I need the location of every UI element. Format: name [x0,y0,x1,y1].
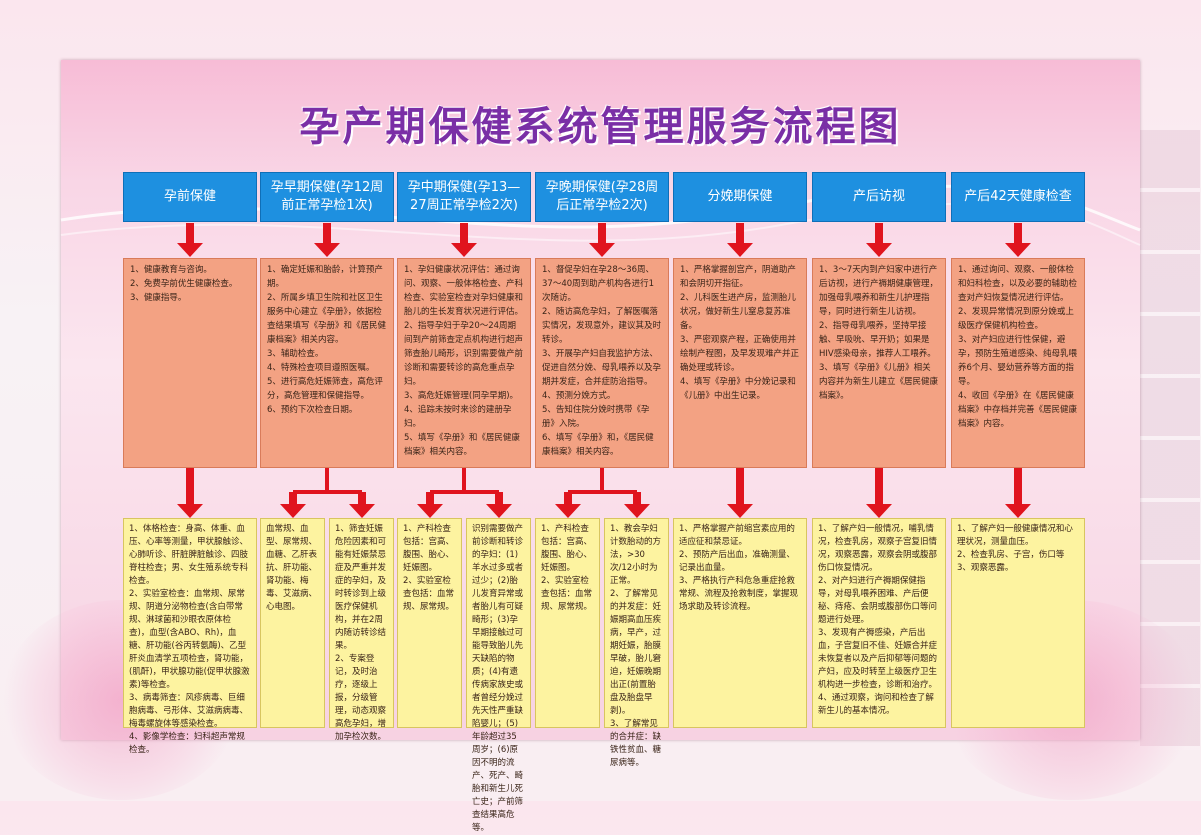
stage-header: 产后访视 [812,172,946,222]
detail-arrow-head [416,504,443,518]
detail-box: 1、教会孕妇计数胎动的方法，>30次/12小时为正常。 2、了解常见的并发症：妊… [604,518,669,768]
detail-box: 1、体格检查：身高、体重、血压、心率等测量，甲状腺触诊、心肺听诊、肝脏脾脏触诊、… [123,518,257,755]
stage-description: 1、确定妊娠和胎龄，计算预产期。 2、所属乡填卫生院和社区卫生服务中心建立《孕册… [260,258,394,468]
stage-header: 分娩期保健 [673,172,807,222]
stage-header: 孕早期保健(孕12周前正常孕检1次) [260,172,394,222]
flowchart-board: 孕产期保健系统管理服务流程图 孕前保健 1、健康教育与咨询。 2、免费孕前优生健康… [1,60,1201,833]
stage-description: 1、3～7天内到产妇家中进行产后访视，进行产褥期健康管理，加强母乳喂养和新生儿护… [812,258,946,468]
detail-box: 血常规、血型、尿常规、血糖、乙肝表抗、肝功能、肾功能、梅毒、艾滋病、心电图。 [260,518,325,728]
detail-arrow-shaft [357,492,366,504]
stage-arrow-shaft [875,223,883,243]
stage-arrow-head [451,243,477,257]
detail-box: 1、了解产妇一般健康情况和心理状况，测量血压。 2、检查乳房、子宫，伤口等 3、… [951,518,1085,728]
stage-description: 1、健康教育与咨询。 2、免费孕前优生健康检查。 3、健康指导。 [123,258,257,468]
split-connector [292,490,362,494]
stage-arrow-shaft [186,223,194,243]
stage-arrow-head [177,243,203,257]
stage-arrow-head [727,243,753,257]
stage-arrow-shaft [598,223,606,243]
stage-arrow-shaft [460,223,468,243]
stage-arrow-shaft [736,223,744,243]
stage-arrow-head [314,243,340,257]
stage-description: 1、督促孕妇在孕28～36周、37～40周到助产机构各进行1次随访。 2、随访高… [535,258,669,468]
detail-arrow-shaft [875,468,883,504]
detail-box: 1、产科检查包括：宫高、腹围、胎心、妊娠图。 2、实验室检查包括：血常规、尿常规… [397,518,462,728]
page-title: 孕产期保健系统管理服务流程图 [299,104,902,150]
detail-box: 1、严格掌握产前缩宫素应用的适应征和禁忌证。 2、预防产后出血，准确测量、记录出… [673,518,807,728]
detail-arrow-shaft [563,492,572,504]
stage-arrow-shaft [323,223,331,243]
detail-arrow-shaft [425,492,434,504]
stage-arrow-shaft [1014,223,1022,243]
stage-description: 1、通过询问、观察、一般体检和妇科检查，以及必要的辅助检查对产妇恢复情况进行评估… [951,258,1085,468]
stage-description: 1、严格掌握剖宫产，阴道助产和会阴切开指征。 2、儿科医生进产房，监测胎儿状况，… [673,258,807,468]
detail-arrow-head [1005,504,1031,518]
stage-header: 产后42天健康检查 [951,172,1085,222]
detail-box: 1、筛查妊娠危险因素和可能有妊娠禁忌症及严重并发症的孕妇，及时转诊到上级医疗保健… [329,518,394,742]
detail-arrow-head [485,504,512,518]
stage-header: 孕前保健 [123,172,257,222]
detail-box: 识别需要做产前诊断和转诊的孕妇：(1)羊水过多或者过少；(2)胎儿发育异常或者胎… [466,518,531,833]
stage-header: 孕晚期保健(孕28周后正常孕检2次) [535,172,669,222]
detail-arrow-head [279,504,306,518]
detail-arrow-shaft [186,468,194,504]
stage-header: 孕中期保健(孕13—27周正常孕检2次) [397,172,531,222]
stage-description: 1、孕妇健康状况评估：通过询问、观察、一般体格检查、产科检查、实验室检查对孕妇健… [397,258,531,468]
detail-box: 1、了解产妇一般情况，哺乳情况，检查乳房，观察子宫复旧情况，观察恶露，观察会阴或… [812,518,946,728]
detail-arrow-shaft [632,492,641,504]
stage-arrow-head [866,243,892,257]
detail-arrow-head [177,504,203,518]
stage-arrow-head [589,243,615,257]
split-connector [325,468,329,492]
detail-arrow-head [554,504,581,518]
detail-arrow-head [727,504,753,518]
split-connector [462,468,466,492]
detail-box: 1、产科检查包括：宫高、腹围、胎心、妊娠图。 2、实验室检查包括：血常规、尿常规… [535,518,600,728]
detail-arrow-head [623,504,650,518]
detail-arrow-shaft [736,468,744,504]
detail-arrow-shaft [1014,468,1022,504]
stage-arrow-head [1005,243,1031,257]
detail-arrow-head [348,504,375,518]
detail-arrow-shaft [494,492,503,504]
detail-arrow-head [866,504,892,518]
split-connector [600,468,604,492]
detail-arrow-shaft [288,492,297,504]
split-connector [429,490,499,494]
split-connector [567,490,637,494]
